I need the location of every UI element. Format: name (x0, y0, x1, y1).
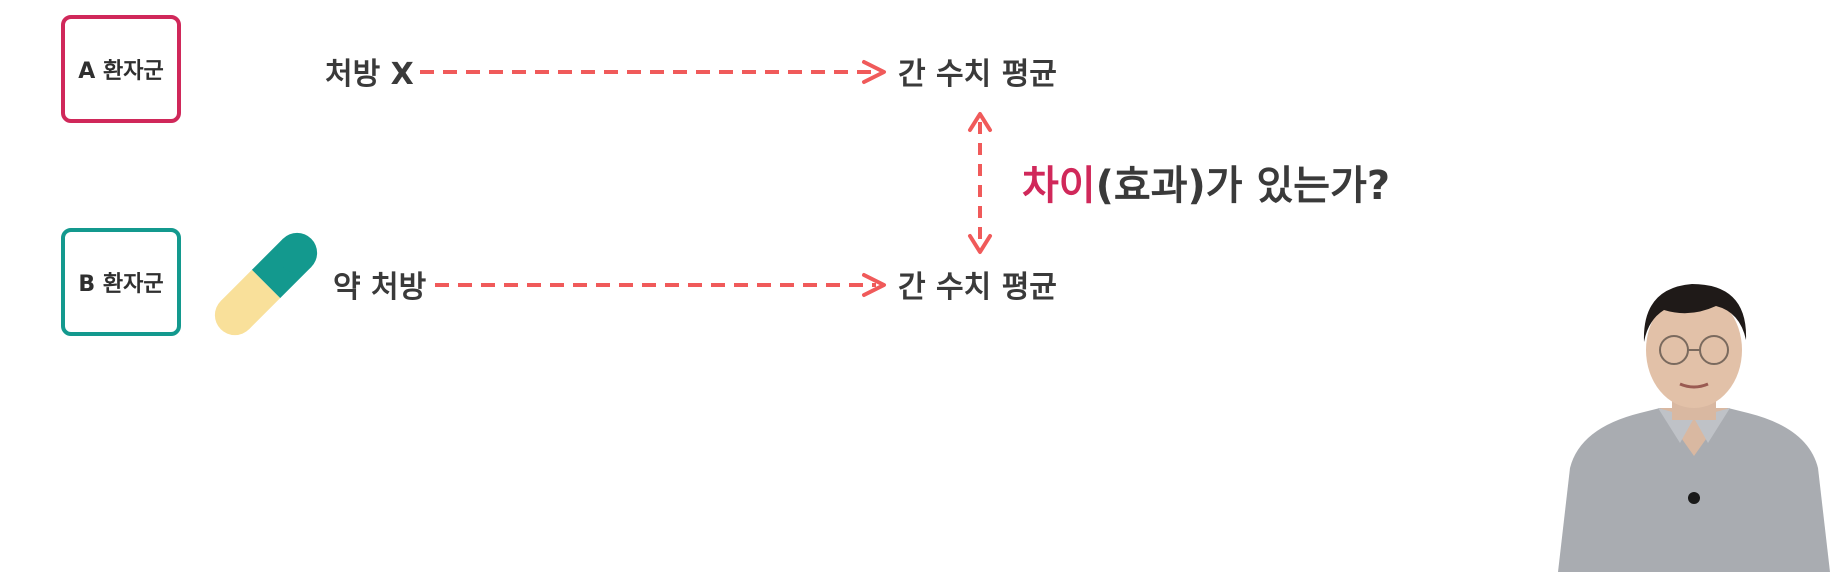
arrow-compare-head-top (968, 112, 992, 132)
arrow-a-head (862, 60, 886, 84)
pill-teal-half (251, 238, 312, 299)
question-rest: (효과)가 있는가? (1095, 163, 1391, 209)
pill-yellow-half (220, 269, 281, 330)
arrow-compare-head-bottom (968, 234, 992, 254)
group-b-result-label: 간 수치 평균 (898, 270, 1057, 305)
arrow-b-head (862, 273, 886, 297)
presenter-image (1558, 284, 1830, 572)
microphone-icon (1688, 492, 1700, 504)
group-a-result-label: 간 수치 평균 (898, 57, 1057, 92)
comparison-question: 차이(효과)가 있는가? (1022, 166, 1390, 206)
group-a-box: A 환자군 (61, 15, 181, 123)
group-b-box: B 환자군 (61, 228, 181, 336)
group-a-label: A 환자군 (78, 59, 164, 84)
presenter-hair (1643, 284, 1747, 342)
group-b-treatment-label: 약 처방 (333, 270, 427, 305)
presenter-shirt (1558, 408, 1830, 572)
group-b-label: B 환자군 (78, 272, 164, 297)
question-accent: 차이 (1022, 163, 1096, 209)
presenter-glasses (1659, 335, 1729, 365)
group-a-treatment-label: 처방 X (325, 57, 414, 92)
